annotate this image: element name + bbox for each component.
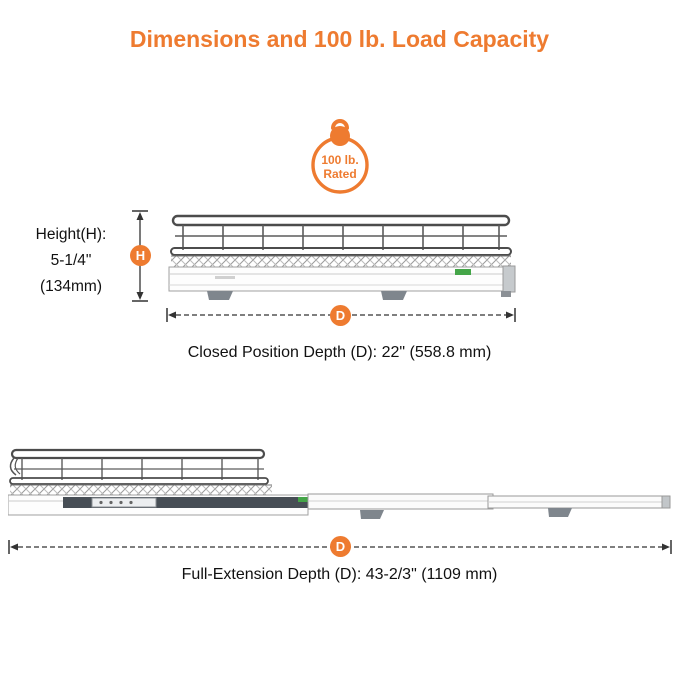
- badge-line1: 100 lb.: [321, 153, 359, 167]
- badge-text: 100 lb. Rated: [304, 153, 376, 181]
- closed-depth-caption: Closed Position Depth (D): 22" (558.8 mm…: [187, 344, 492, 361]
- height-label-line1: Height(H):: [35, 226, 107, 243]
- closed-depth-dimension-line: [166, 308, 516, 322]
- extended-shelf-illustration: [8, 448, 671, 519]
- height-label-line2: 5-1/4": [50, 252, 92, 269]
- weight-icon: [311, 119, 369, 194]
- height-label-line3: (134mm): [39, 278, 102, 295]
- extended-depth-caption: Full-Extension Depth (D): 43-2/3" (1109 …: [181, 566, 498, 583]
- height-label: Height(H): 5-1/4" (134mm): [16, 222, 126, 300]
- badge-line2: Rated: [323, 167, 357, 181]
- closed-shelf-illustration: [168, 214, 516, 300]
- extended-depth-marker-badge: D: [330, 536, 351, 557]
- load-capacity-badge: 100 lb. Rated: [304, 113, 376, 197]
- closed-depth-marker-badge: D: [330, 305, 351, 326]
- height-marker-badge: H: [130, 245, 151, 266]
- page-title: Dimensions and 100 lb. Load Capacity: [129, 26, 550, 52]
